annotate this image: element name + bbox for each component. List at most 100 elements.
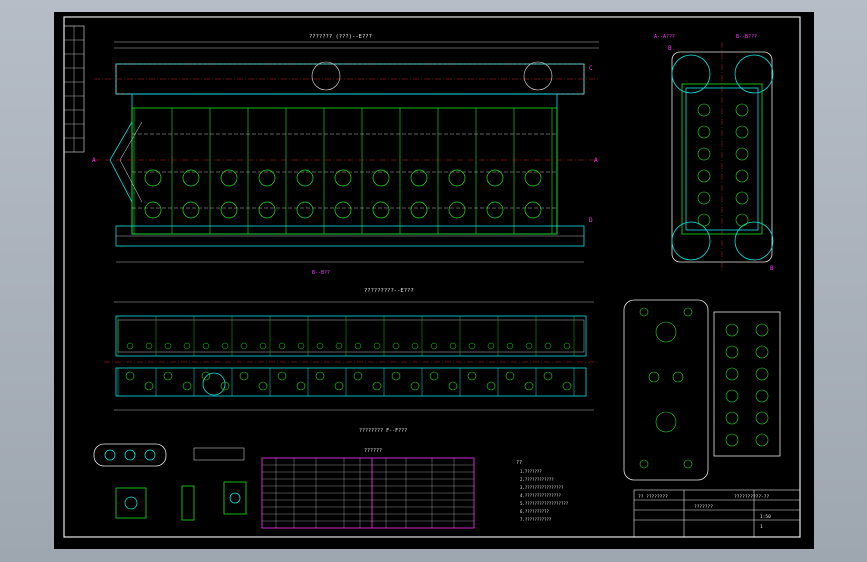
view-a-label: A--A???	[654, 34, 675, 40]
top-view-grid	[117, 316, 575, 396]
plate-hole	[639, 307, 649, 317]
plate-hole	[725, 367, 739, 381]
tube-hole	[524, 169, 542, 187]
top-view-holes	[125, 342, 572, 391]
plate-hole	[639, 459, 649, 469]
section-label-a2: A	[594, 157, 598, 164]
side-tube-hole	[697, 213, 711, 227]
plate-hole	[725, 389, 739, 403]
mid-tube-hole	[429, 371, 439, 381]
mid-tube-hole	[144, 381, 154, 391]
mid-tube-hole	[296, 381, 306, 391]
side-tube-hole	[697, 191, 711, 205]
side-tube-hole	[697, 125, 711, 139]
detail-views	[93, 443, 247, 521]
side-view-holes	[697, 103, 749, 227]
mid-tube-hole	[410, 381, 420, 391]
tube-hole	[448, 201, 466, 219]
mid-upper-hole	[240, 342, 248, 350]
mid-tube-hole	[182, 381, 192, 391]
tube-hole	[182, 169, 200, 187]
section-ef-label: ???????? F--F???	[359, 428, 407, 434]
mid-upper-hole	[221, 342, 229, 350]
side-tube-hole	[735, 213, 749, 227]
mid-tube-hole	[277, 371, 287, 381]
plate-hole	[725, 411, 739, 425]
tube-hole	[296, 169, 314, 187]
tube-hole	[296, 201, 314, 219]
plate-hole	[655, 411, 677, 433]
mid-tube-hole	[334, 381, 344, 391]
mid-upper-hole	[278, 342, 286, 350]
table-title: ??????	[364, 448, 382, 454]
tube-hole	[410, 201, 428, 219]
side-tube-hole	[735, 169, 749, 183]
mid-upper-hole	[164, 342, 172, 350]
mid-upper-hole	[373, 342, 381, 350]
tube-sheet-holes	[639, 307, 769, 469]
front-view: ??????? (???)--E???	[92, 34, 599, 276]
mid-tube-hole	[220, 381, 230, 391]
note-6: 6.??????????	[520, 509, 549, 514]
plate-hole	[725, 323, 739, 337]
notes-title: ??	[516, 460, 522, 466]
plate-hole	[755, 433, 769, 447]
tube-hole	[144, 201, 162, 219]
front-view-holes	[144, 169, 542, 219]
top-view-lower	[115, 367, 587, 397]
mid-tube-hole	[315, 371, 325, 381]
cad-drawing: ??????? (???)--E???	[63, 16, 801, 538]
mid-tube-hole	[391, 371, 401, 381]
tube-sheet-right	[713, 311, 781, 457]
plate-hole	[683, 307, 693, 317]
front-view-grid	[132, 108, 557, 234]
mid-upper-hole	[449, 342, 457, 350]
mid-upper-hole	[430, 342, 438, 350]
section-label-c: C	[589, 65, 593, 72]
tube-hole	[334, 169, 352, 187]
tube-hole	[258, 169, 276, 187]
mid-upper-hole	[468, 342, 476, 350]
note-7: 7.???????????	[520, 517, 552, 522]
side-view-a: A--A??? B--B??? B B	[654, 34, 774, 272]
mid-upper-hole	[544, 342, 552, 350]
note-5: 5.??????????????????	[520, 501, 569, 506]
mid-upper-hole	[392, 342, 400, 350]
mid-upper-hole	[126, 342, 134, 350]
view-bottom-title: ?????????--E???	[364, 288, 414, 294]
plate-hole	[755, 323, 769, 337]
title-drawing-no: ??????????-??	[734, 494, 770, 500]
note-3: 3.????????????????	[520, 485, 564, 490]
mid-tube-hole	[372, 381, 382, 391]
mid-upper-hole	[259, 342, 267, 350]
mid-tube-hole	[353, 371, 363, 381]
plate-hole	[725, 345, 739, 359]
technical-notes: ?? 1.??????? 2.???????????? 3.??????????…	[516, 460, 569, 522]
tube-hole	[144, 169, 162, 187]
plate-hole	[755, 367, 769, 381]
tube-hole	[258, 201, 276, 219]
tube-hole	[334, 201, 352, 219]
plate-hole	[655, 321, 677, 343]
note-2: 2.????????????	[520, 477, 554, 482]
mid-upper-hole	[183, 342, 191, 350]
tube-bank	[131, 93, 558, 235]
title-sheet: 1	[760, 524, 763, 530]
mid-upper-hole	[145, 342, 153, 350]
parts-table: ??????	[261, 448, 475, 529]
mid-tube-hole	[258, 381, 268, 391]
note-4: 4.???????????????	[520, 493, 562, 498]
note-1: 1.???????	[520, 469, 542, 474]
title-scale: 1:50	[760, 514, 771, 520]
top-view: ?????????--E??? ???????? F--F???	[104, 288, 599, 434]
mid-tube-hole	[505, 371, 515, 381]
revision-strip-lines	[64, 26, 84, 152]
title-block: ?? ???????? ??????????-?? ??????? 1:50 1	[633, 489, 801, 538]
side-tube-hole	[697, 169, 711, 183]
drawing-sheet: ??????? (???)--E???	[54, 12, 814, 549]
mid-tube-hole	[125, 371, 135, 381]
tube-hole	[372, 169, 390, 187]
section-label-a: A	[92, 157, 96, 164]
plate-hole	[755, 345, 769, 359]
